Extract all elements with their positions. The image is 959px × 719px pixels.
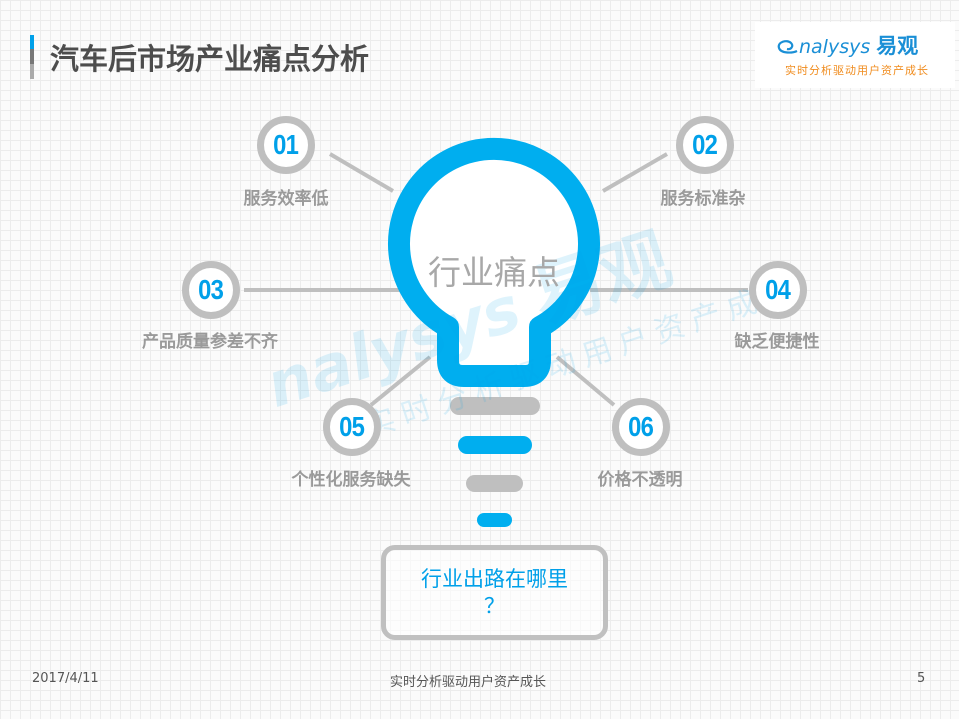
connector-02 — [601, 152, 669, 193]
lightbulb-icon — [388, 137, 600, 387]
node-label-05: 个性化服务缺失 — [291, 470, 411, 490]
node-02: 02 — [676, 116, 734, 174]
node-number: 05 — [339, 411, 366, 442]
node-number: 01 — [273, 129, 300, 160]
logo-brand-cn: 易观 — [876, 34, 919, 58]
bulb-base-bar-2 — [458, 436, 532, 454]
bulb-base-bar-4 — [477, 513, 512, 527]
node-number: 04 — [765, 274, 792, 305]
logo-swoosh-icon — [777, 40, 798, 54]
node-number: 06 — [628, 411, 655, 442]
connector-01 — [328, 152, 395, 193]
node-03: 03 — [182, 261, 240, 319]
title-accent-dark — [30, 49, 34, 64]
node-label-01: 服务效率低 — [243, 189, 329, 209]
node-number: 03 — [198, 274, 225, 305]
title-accent-blue — [30, 35, 34, 49]
footer-tagline: 实时分析驱动用户资产成长 — [390, 675, 547, 690]
node-label-06: 价格不透明 — [597, 470, 683, 490]
node-number: 02 — [692, 129, 719, 160]
node-label-02: 服务标准杂 — [660, 189, 746, 209]
question-box: 行业出路在哪里 ？ — [381, 545, 608, 640]
bulb-base-bar-3 — [466, 475, 523, 492]
connector-06 — [555, 355, 616, 407]
center-label: 行业痛点 — [428, 253, 560, 292]
node-01: 01 — [257, 116, 315, 174]
node-05: 05 — [323, 398, 381, 456]
connector-05 — [369, 355, 432, 407]
page-number: 5 — [917, 671, 926, 686]
title-accent-bar — [30, 35, 34, 79]
node-06: 06 — [612, 398, 670, 456]
connector-lines — [244, 152, 748, 407]
title-accent-light — [30, 64, 34, 79]
bulb-base-bar-1 — [450, 397, 540, 415]
footer-date: 2017/4/11 — [32, 671, 99, 686]
page-title: 汽车后市场产业痛点分析 — [50, 42, 370, 76]
node-label-03: 产品质量参差不齐 — [142, 332, 278, 352]
logo-tagline: 实时分析驱动用户资产成长 — [785, 64, 929, 77]
logo-brand-en: nalysys — [799, 36, 871, 58]
question-line-1: 行业出路在哪里 — [421, 566, 568, 591]
question-line-2: ？ — [484, 593, 505, 618]
node-04: 04 — [749, 261, 807, 319]
node-label-04: 缺乏便捷性 — [734, 332, 820, 352]
